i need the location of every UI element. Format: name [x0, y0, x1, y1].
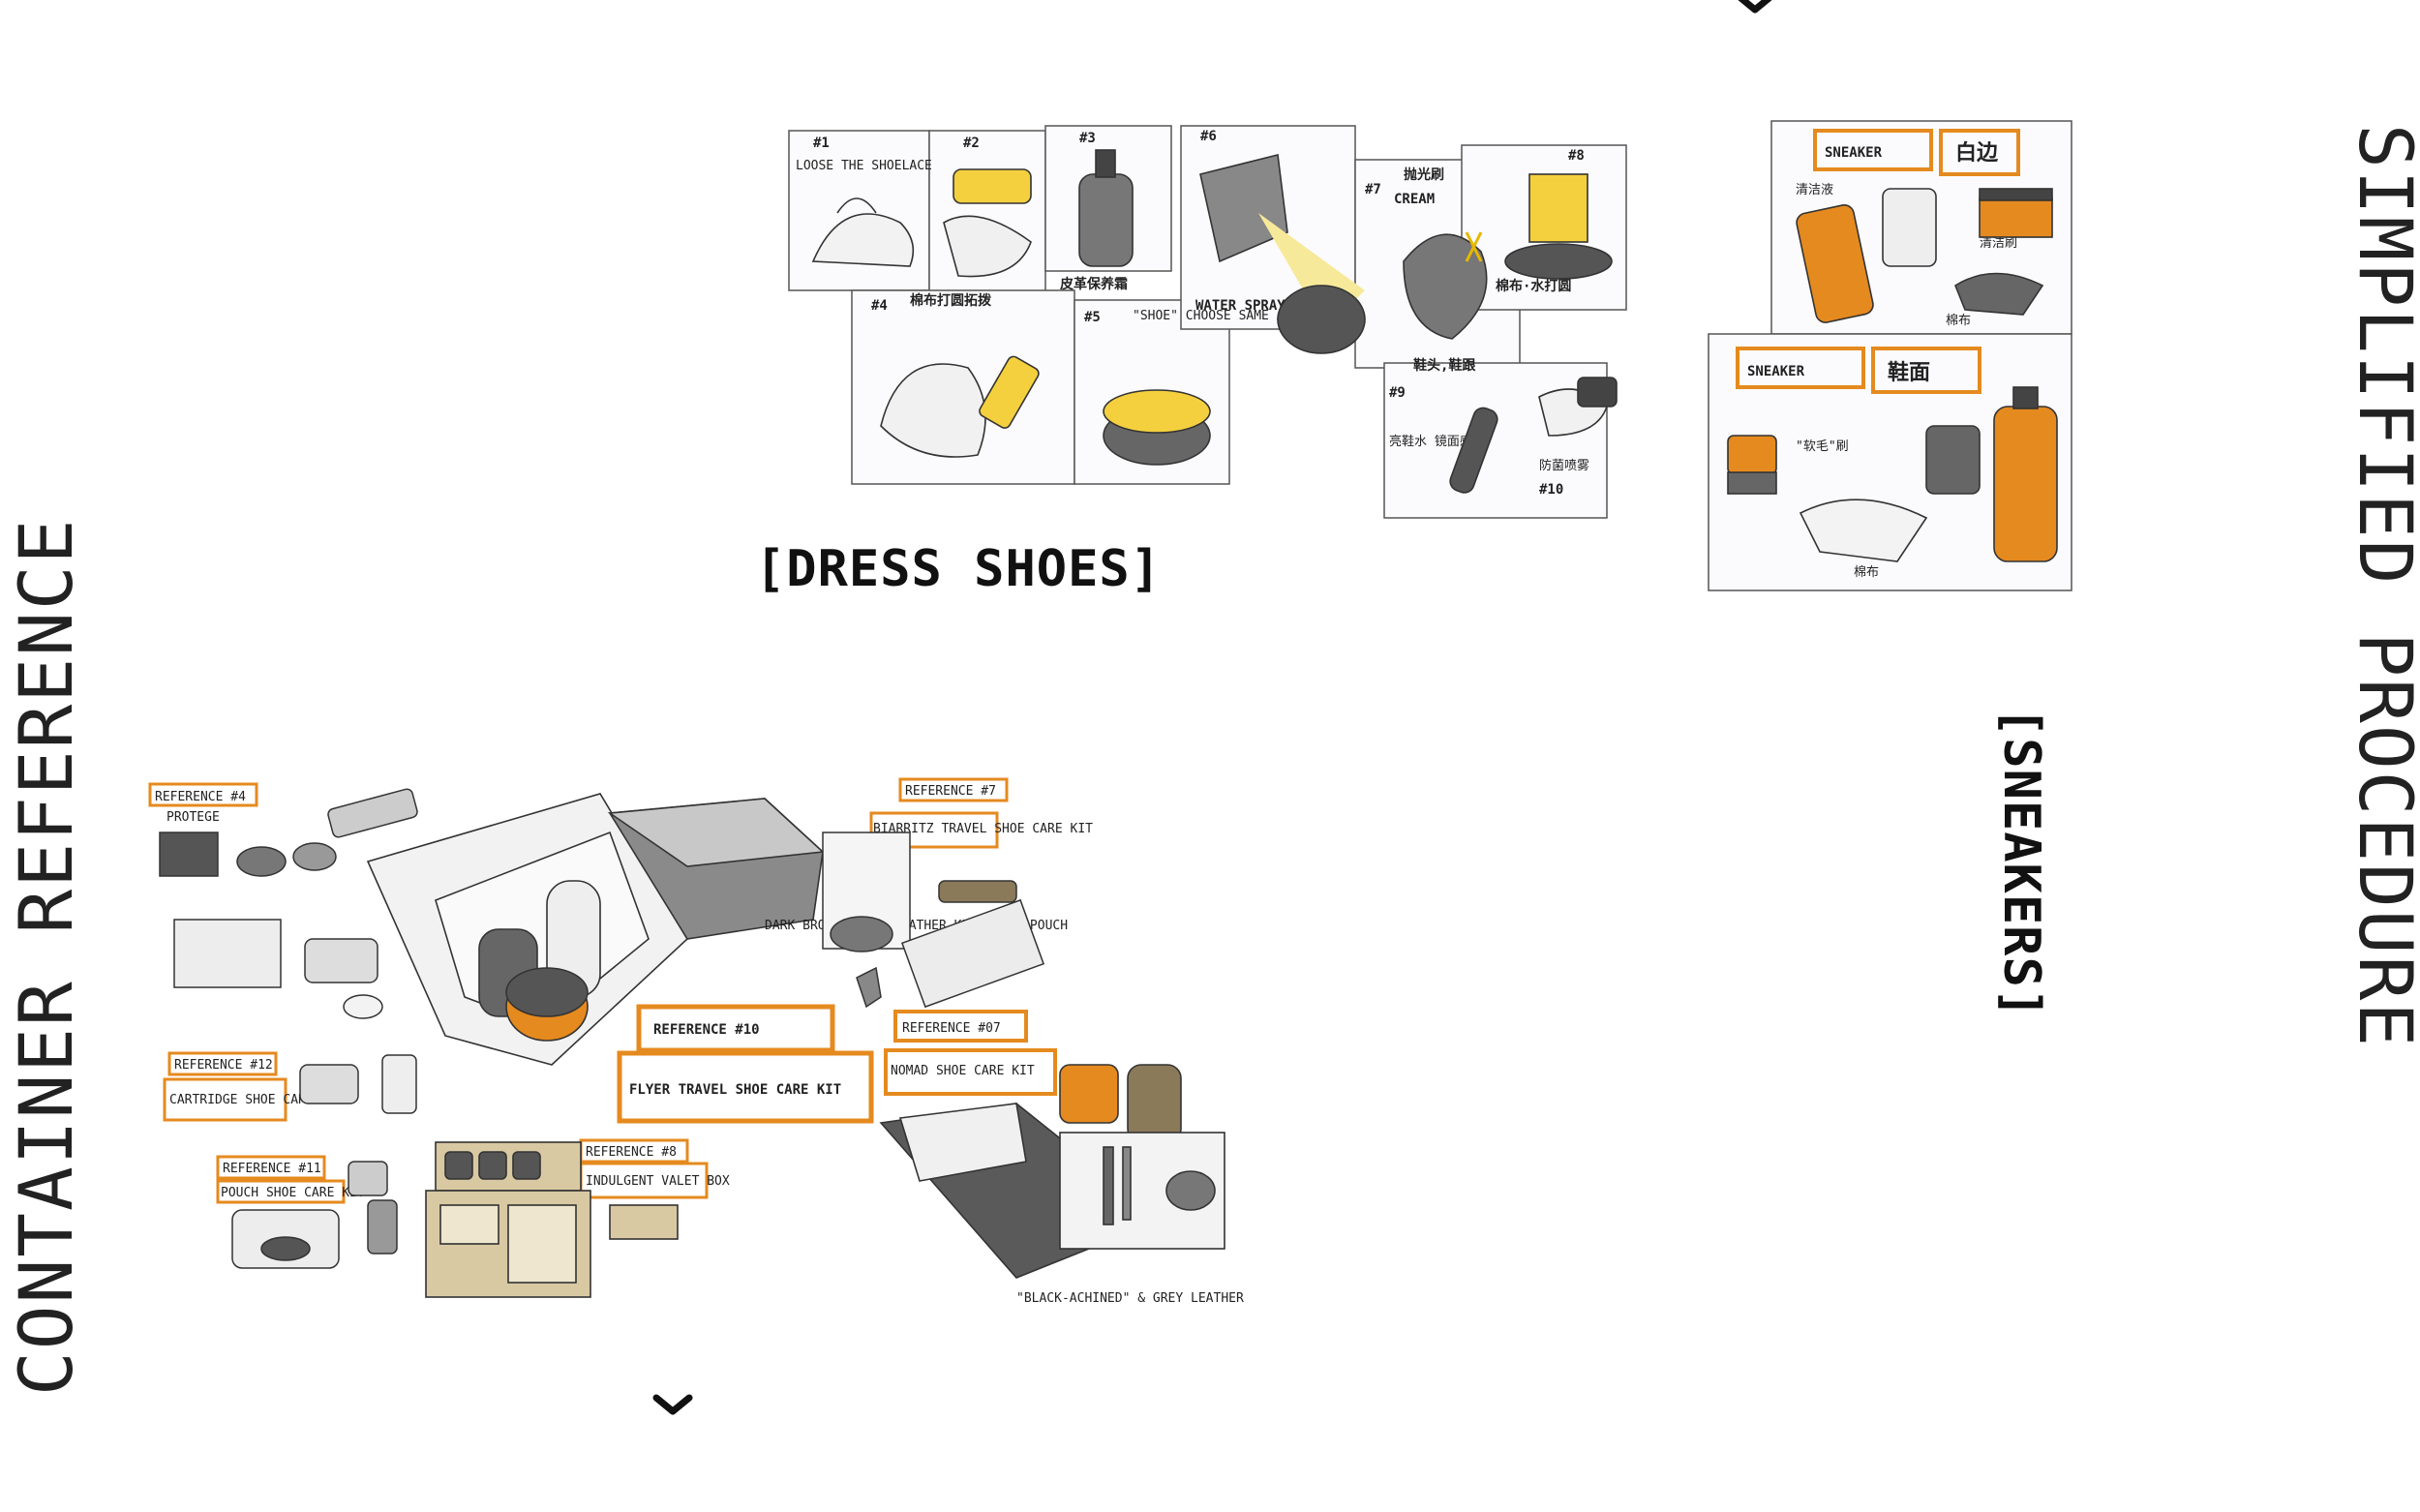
sneaker-tag: SNEAKER [1825, 145, 1883, 161]
simplified-procedure-title: SIMPLIFIED PROCEDURE [2343, 124, 2420, 1049]
sneaker-label: 棉布 [1946, 314, 1971, 328]
step-label: #5 [1084, 310, 1101, 325]
sneaker-label: 棉布 [1854, 565, 1879, 580]
caption: WATER SPRAY [1195, 298, 1286, 314]
step-label: #2 [963, 136, 980, 151]
ref-tag: REFERENCE #07 [902, 1021, 1001, 1036]
step-label: #9 [1389, 385, 1406, 401]
step-label: #10 [1539, 482, 1563, 498]
caption: 皮革保养霜 [1059, 276, 1128, 292]
step-label: #6 [1200, 129, 1217, 144]
caption: CREAM [1394, 192, 1435, 207]
ref-name: FLYER TRAVEL SHOE CARE KIT [629, 1082, 841, 1098]
ref-tag: REFERENCE #11 [223, 1162, 321, 1176]
step-label: #7 [1365, 182, 1381, 197]
ref-tag: REFERENCE #4 [155, 790, 246, 804]
ref-name: BIARRITZ TRAVEL SHOE CARE KIT [873, 822, 1093, 836]
sneaker-label: "软毛"刷 [1796, 439, 1849, 454]
step-label: #3 [1079, 131, 1096, 146]
ref-name: PROTEGE [166, 810, 220, 825]
container-reference-sketch: REFERENCE #4 PROTEGE DARK BROWN COLOR LE… [145, 774, 1336, 1316]
step-label: #1 [813, 136, 830, 151]
caption: 抛光刷 [1404, 166, 1444, 183]
dress-shoes-procedure-sketch: #1 #2 #3 #4 #5 #6 #7 #8 #9 #10 LOOSE THE… [784, 116, 1646, 523]
sneaker-tag: SNEAKER [1747, 364, 1805, 379]
ref-tag: REFERENCE #8 [586, 1145, 677, 1160]
ref-tag: REFERENCE #7 [905, 784, 996, 799]
sneaker-cn-title: 鞋面 [1888, 361, 1930, 385]
sneakers-procedure-sketch: SNEAKER 白边 清洁液 清洁刷 棉布 SNEAKER 鞋面 "软毛"刷 棉… [1704, 116, 2081, 595]
caption: 亮鞋水 镜面感 [1389, 434, 1472, 449]
chevron-down-icon[interactable] [650, 1384, 695, 1429]
caption: 鞋头,鞋跟 [1413, 357, 1476, 374]
ref-name: POUCH SHOE CARE KIT [221, 1186, 365, 1200]
sneaker-label: 清洁刷 [1980, 236, 2017, 251]
chevron-down-icon[interactable] [1733, 0, 1777, 27]
sneaker-label: 清洁液 [1796, 183, 1833, 197]
ref-tag: REFERENCE #12 [174, 1058, 273, 1073]
caption: "SHOE" CHOOSE SAME AS THE [1133, 309, 1322, 323]
caption: LOOSE THE SHOELACE [796, 159, 932, 173]
ref-note: "BLACK-ACHINED" & GREY LEATHER [1016, 1291, 1244, 1306]
ref-name: INDULGENT VALET BOX [586, 1174, 730, 1189]
caption: 棉布·水打圆 [1496, 278, 1571, 294]
step-label: #4 [871, 298, 888, 314]
caption: 防菌喷雾 [1539, 458, 1589, 473]
sneaker-cn-title: 白边 [1955, 140, 1999, 166]
caption: 棉布打圆拓拨 [910, 292, 992, 309]
ref-tag: REFERENCE #10 [653, 1022, 760, 1038]
container-reference-title: CONTAINER REFERENCE [3, 517, 89, 1396]
dress-shoes-label: [DRESS SHOES] [755, 540, 1162, 598]
step-label: #8 [1568, 148, 1585, 164]
ref-name: NOMAD SHOE CARE KIT [891, 1064, 1035, 1078]
sneakers-label: [SNEAKERS] [1992, 707, 2050, 1020]
